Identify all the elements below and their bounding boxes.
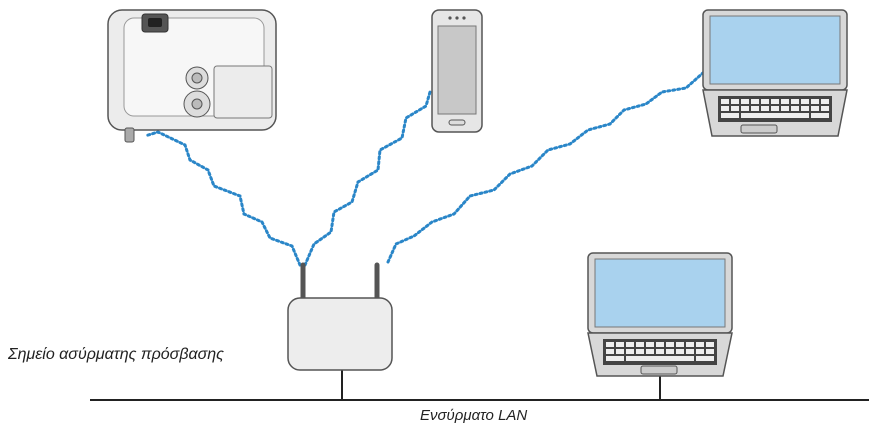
projector-icon bbox=[107, 9, 277, 143]
wireless-laptop-icon bbox=[702, 9, 848, 137]
router-icon bbox=[287, 262, 393, 371]
wireless-link-projector bbox=[143, 130, 302, 267]
wired-laptop-icon bbox=[587, 252, 733, 377]
wired-lan-label: Ενσύρματο LAN bbox=[420, 407, 528, 424]
smartphone-icon bbox=[431, 9, 483, 133]
wireless-link-laptop bbox=[386, 70, 706, 264]
wireless-link-smartphone bbox=[303, 90, 432, 267]
access-point-label: Σημείο ασύρματης πρόσβασης bbox=[8, 346, 224, 363]
